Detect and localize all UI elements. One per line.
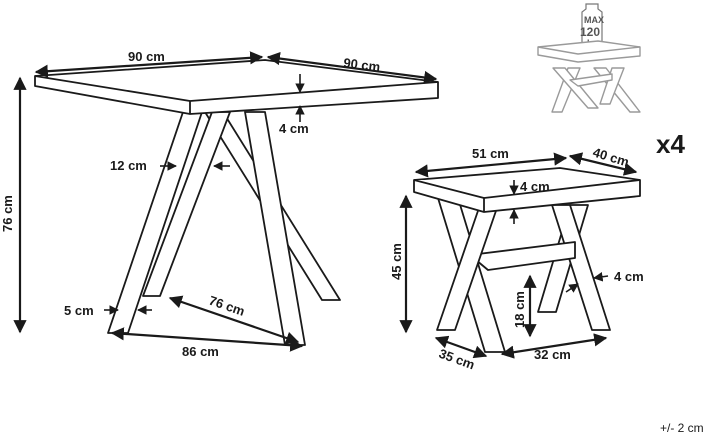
table-leg-span-outer-label: 86 cm (182, 344, 219, 359)
stool-drawing (413, 167, 641, 353)
table-width-side-label: 90 cm (343, 55, 381, 74)
table-leg-width-label: 12 cm (110, 158, 147, 173)
table-dimension-lines (13, 51, 438, 352)
stool-width-label: 51 cm (472, 146, 509, 161)
stool-foot-span-label: 32 cm (534, 347, 571, 362)
table-width-front-label: 90 cm (128, 49, 165, 64)
table-height-label: 76 cm (0, 195, 15, 232)
stool-stretcher (469, 241, 576, 271)
stool-thumbnail (537, 40, 641, 113)
table-leg-span-inner-label: 76 cm (207, 293, 247, 319)
load-max-label: MAX (584, 15, 604, 25)
stool-height-label: 45 cm (389, 243, 404, 280)
stool-stretcher-height-label: 18 cm (512, 291, 527, 328)
load-value-label: 120 (580, 25, 600, 39)
table-top-thickness-label: 4 cm (279, 121, 309, 136)
table-leg-front-right (244, 111, 306, 346)
stool-stretcher-label: 4 cm (614, 269, 644, 284)
quantity-label: x4 (656, 129, 685, 159)
table-leg-foot-label: 5 cm (64, 303, 94, 318)
stool-dimension-lines (399, 152, 638, 359)
tolerance-label: +/- 2 cm (660, 421, 704, 435)
stool-top-thickness-label: 4 cm (520, 179, 550, 194)
